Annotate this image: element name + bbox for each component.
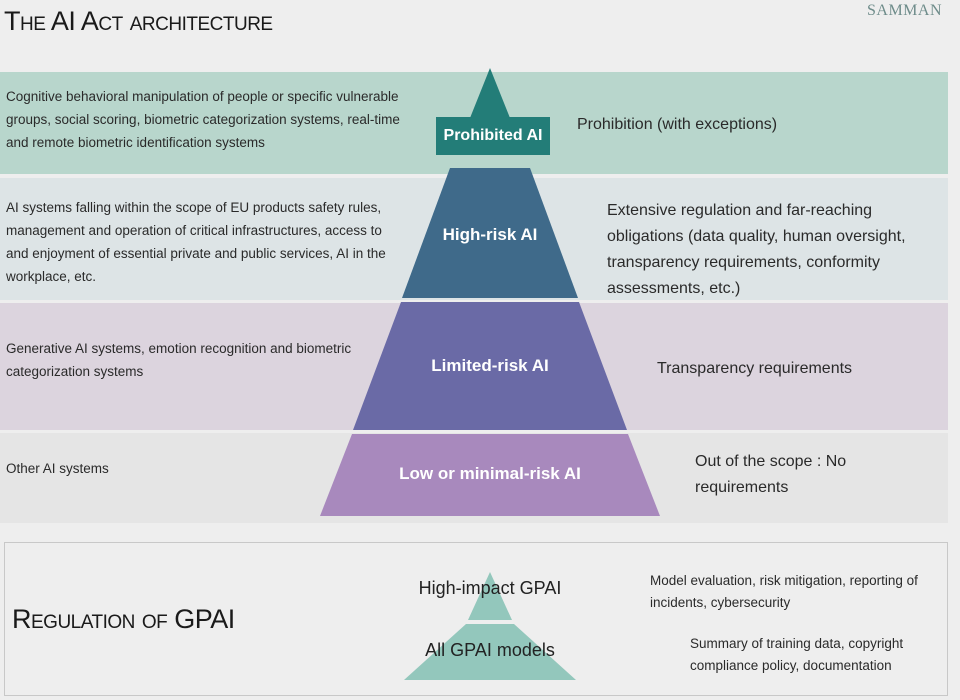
tier-obligation-prohibited: Prohibition (with exceptions): [577, 116, 778, 133]
tier-description-high-risk: AI systems falling within the scope of E…: [6, 200, 386, 284]
tier-label-prohibited: Prohibited AI: [436, 117, 550, 155]
tier-label-limited-risk: Limited-risk AI: [431, 356, 549, 375]
tier-description-minimal-risk: Other AI systems: [6, 461, 109, 476]
tier-obligation-minimal-risk: Out of the scope : No requirements: [695, 453, 847, 496]
gpai-shape-bottom: [404, 624, 576, 680]
gpai-label-high-impact: High-impact GPAI: [418, 578, 562, 598]
tier-description-prohibited: Cognitive behavioral manipulation of peo…: [6, 89, 400, 150]
tier-obligation-high-risk: Extensive regulation and far-reaching ob…: [607, 202, 906, 297]
page-title: The AI Act architecture: [4, 6, 273, 36]
tier-shape-limited-risk: [353, 302, 627, 430]
tier-description-limited-risk: Generative AI systems, emotion recogniti…: [6, 341, 352, 379]
tier-obligation-limited-risk: Transparency requirements: [657, 360, 853, 377]
tier-shape-prohibited: [470, 68, 510, 118]
gpai-title: Regulation of GPAI: [12, 604, 235, 634]
tier-label-minimal-risk: Low or minimal-risk AI: [399, 464, 581, 483]
gpai-text-all-models: Summary of training data, copyright comp…: [690, 636, 904, 673]
gpai-label-all-models: All GPAI models: [425, 640, 555, 660]
brand-logo: SAMMAN: [866, 2, 942, 19]
gpai-text-high-impact: Model evaluation, risk mitigation, repor…: [650, 573, 918, 610]
gpai-shape-top: [468, 572, 512, 620]
tier-shape-minimal-risk: [320, 434, 660, 516]
tier-label-high-risk: High-risk AI: [442, 225, 538, 244]
tier-shape-high-risk: [402, 168, 578, 298]
